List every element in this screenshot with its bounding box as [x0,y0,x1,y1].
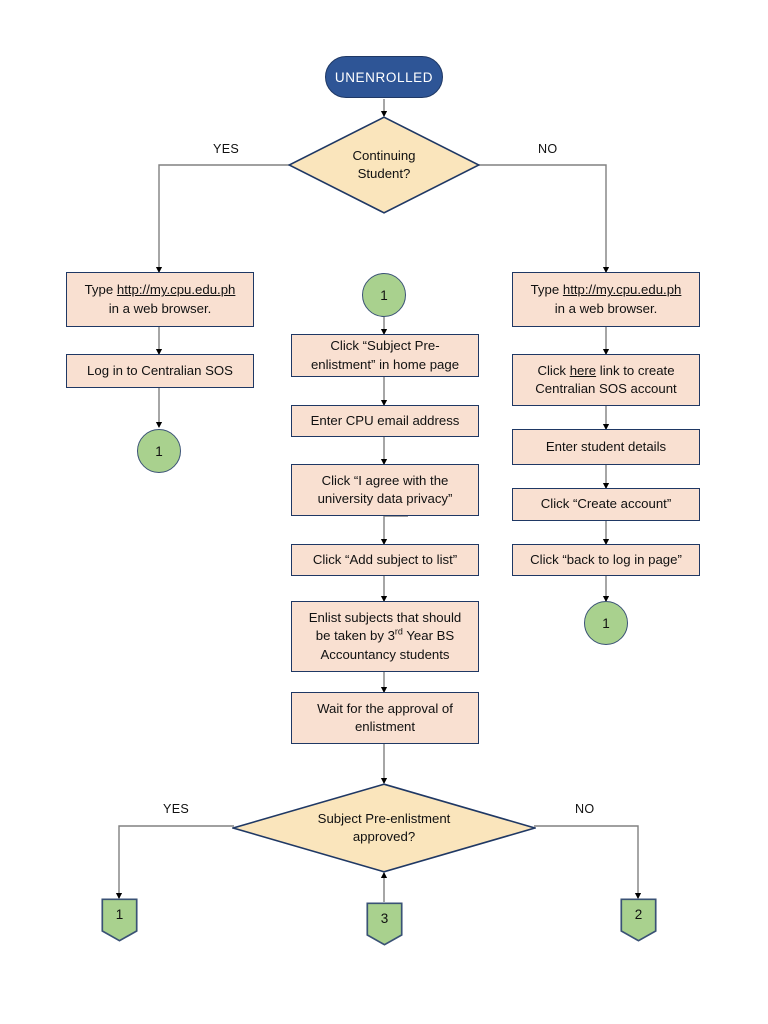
center-box2-label: Enter CPU email address [310,412,460,428]
center-box5-line2-b: Year BS [402,628,455,644]
right-box2-prefix: Click [537,362,570,378]
outcome-pennant-1[interactable]: 1 [101,898,138,942]
right-box-back-to-login[interactable]: Click “back to log in page” [512,544,700,576]
diamond-shape-2 [232,783,536,873]
connector-right-label: 1 [602,615,610,631]
pennant-shape-3 [366,902,403,946]
center-box-wait-approval[interactable]: Wait for the approval of enlistment [291,692,479,744]
right-box-click-here[interactable]: Click here link to create Centralian SOS… [512,354,700,406]
connector-left-label: 1 [155,443,163,459]
outcome-1-label: 1 [115,907,124,922]
decision-1-line-1: Continuing [352,147,416,163]
left-box1-prefix: Type [84,282,117,298]
connector-circle-right-1[interactable]: 1 [584,601,628,645]
connector-circle-left-1[interactable]: 1 [137,429,181,473]
center-box6-line2: enlistment [354,719,416,734]
center-box-enlist-subjects[interactable]: Enlist subjects that should be taken by … [291,601,479,672]
decision-pre-enlistment-approved[interactable]: Subject Pre-enlistment approved? [232,783,536,873]
center-box4-label: Click “Add subject to list” [312,551,458,567]
right-box-type-url[interactable]: Type http://my.cpu.edu.ph in a web brows… [512,272,700,327]
right-box5-label: Click “back to log in page” [530,551,682,567]
center-box-add-subject[interactable]: Click “Add subject to list” [291,544,479,576]
decision-2-line-1: Subject Pre-enlistment [317,810,451,826]
pennant-shape-1 [101,898,138,942]
right-box1-line2: in a web browser. [554,300,658,316]
center-box3-line2: university data privacy” [317,491,453,506]
edge-label-yes-1: YES [213,142,240,156]
center-box-enter-email[interactable]: Enter CPU email address [291,405,479,437]
center-box1-line2: enlistment” in home page [310,356,460,372]
center-box5-line3: Accountancy students [320,646,450,662]
pennant-shape-2 [620,898,657,942]
center-box3-line1: Click “I agree with the [321,472,449,488]
left-box-type-url[interactable]: Type http://my.cpu.edu.ph in a web brows… [66,272,254,327]
here-link[interactable]: here [569,362,597,378]
center-box6-line1: Wait for the approval of [317,700,453,716]
edge-label-yes-2: YES [163,802,190,816]
right-box4-label: Click “Create account” [540,496,672,512]
ordinal-suffix: rd [394,627,403,637]
right-box1-prefix: Type [530,282,563,298]
left-box-login-sos[interactable]: Log in to Centralian SOS [66,354,254,388]
edge-label-no-1: NO [538,142,558,156]
decision-continuing-student[interactable]: Continuing Student? [288,116,480,214]
outcome-pennant-3[interactable]: 3 [366,902,403,946]
left-box1-line2: in a web browser. [108,300,212,316]
outcome-2-label: 2 [634,907,643,922]
right-box-create-account[interactable]: Click “Create account” [512,488,700,521]
decision-1-line-2: Student? [357,166,411,181]
connector-center-label: 1 [380,287,388,303]
diamond-shape-1 [288,116,480,214]
center-box5-line2-a: be taken by 3 [315,628,395,644]
center-box-data-privacy[interactable]: Click “I agree with the university data … [291,464,479,516]
center-box5-line1: Enlist subjects that should [308,610,462,626]
edge-label-no-2: NO [575,802,595,816]
right-box2-suffix: link to create [596,362,675,378]
center-box-subject-pre-enlistment[interactable]: Click “Subject Pre- enlistment” in home … [291,334,479,377]
connector-circle-center-1[interactable]: 1 [362,273,406,317]
right-box-enter-student-details[interactable]: Enter student details [512,429,700,465]
right-box2-line2: Centralian SOS account [535,381,677,396]
outcome-3-label: 3 [380,911,389,926]
cpu-url-link-left[interactable]: http://my.cpu.edu.ph [116,282,236,298]
decision-2-line-2: approved? [352,829,416,844]
start-terminator-unenrolled[interactable]: UNENROLLED [325,56,443,98]
outcome-pennant-2[interactable]: 2 [620,898,657,942]
center-box1-line1: Click “Subject Pre- [330,338,440,354]
start-label: UNENROLLED [334,69,434,85]
right-box3-label: Enter student details [545,438,667,454]
left-box2-label: Log in to Centralian SOS [87,362,233,378]
cpu-url-link-right[interactable]: http://my.cpu.edu.ph [562,282,682,298]
